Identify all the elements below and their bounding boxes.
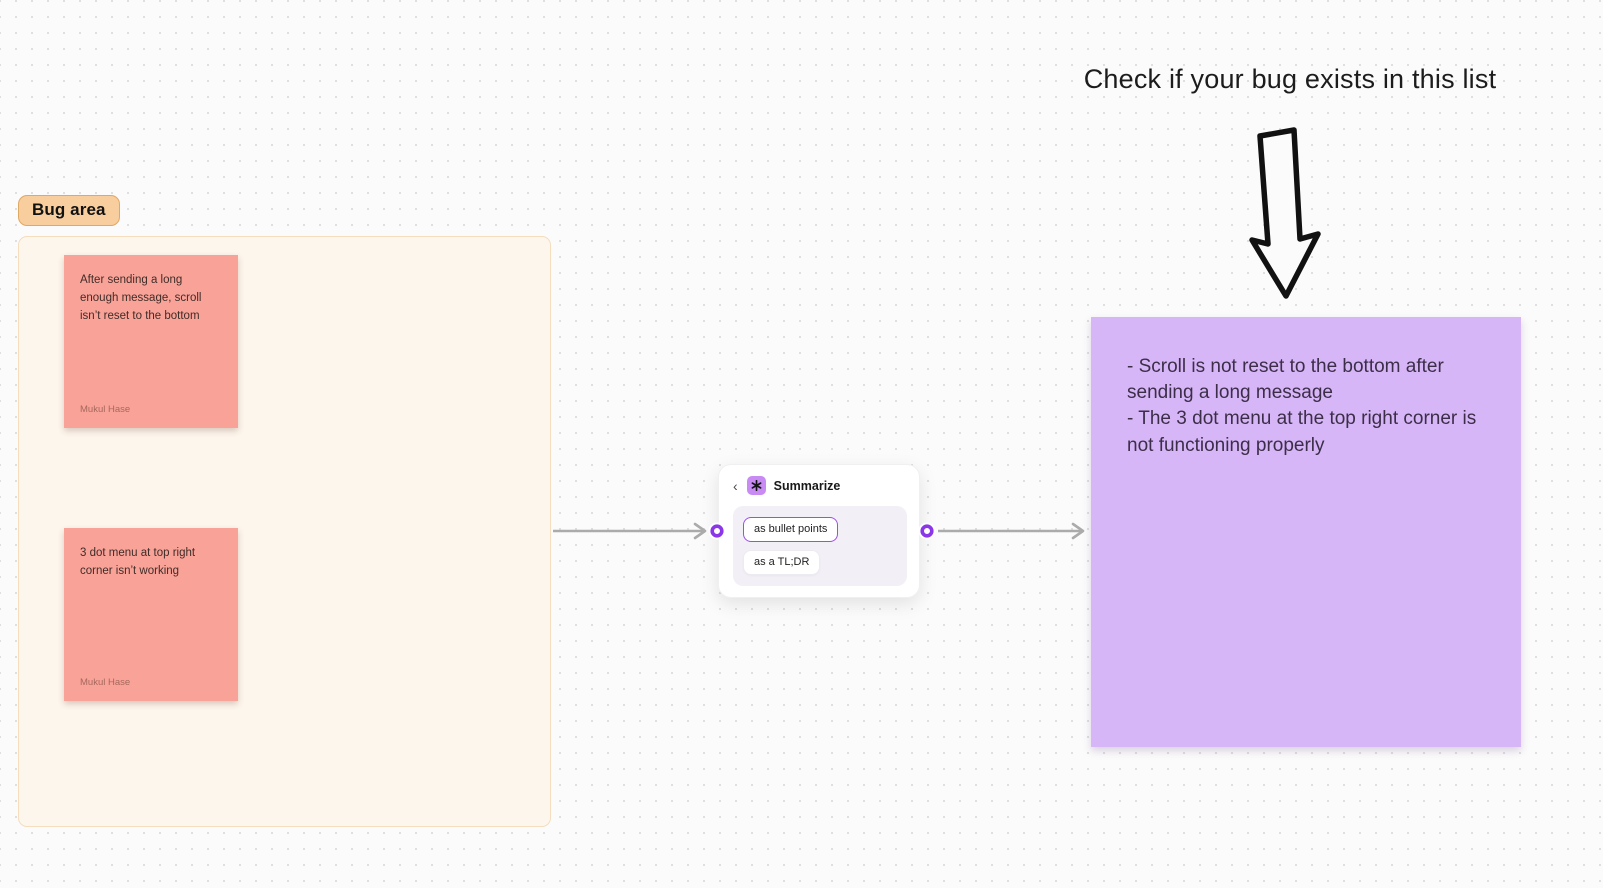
page-title: Check if your bug exists in this list [1083, 64, 1497, 94]
sparkle-asterisk-icon [746, 476, 766, 495]
summary-line-1: - Scroll is not reset to the bottom afte… [1127, 356, 1444, 404]
sticky-note-text: After sending a long enough message, scr… [80, 274, 202, 322]
sticky-note-menu-bug[interactable]: 3 dot menu at top right corner isn’t wor… [64, 528, 238, 701]
connector-endpoint-right[interactable] [918, 522, 936, 540]
summary-line-2: - The 3 dot menu at the top right corner… [1127, 408, 1477, 456]
summarize-widget-title: Summarize [773, 478, 841, 493]
sticky-note-scroll-bug[interactable]: After sending a long enough message, scr… [64, 255, 238, 428]
summarize-widget[interactable]: ‹ Summarize as bullet points as a TL;DR [718, 464, 920, 598]
summary-sticky-note[interactable]: - Scroll is not reset to the bottom afte… [1091, 317, 1521, 747]
summarize-options-panel: as bullet points as a TL;DR [733, 506, 907, 586]
hand-drawn-down-arrow[interactable] [1249, 127, 1321, 299]
connector-arrow-right[interactable] [938, 522, 1085, 540]
bug-area-frame-label[interactable]: Bug area [18, 195, 120, 226]
sticky-note-text: 3 dot menu at top right corner isn’t wor… [80, 547, 196, 577]
connector-arrow-left[interactable] [553, 522, 707, 540]
sticky-note-author: Mukul Hase [80, 404, 131, 416]
option-as-tldr[interactable]: as a TL;DR [743, 550, 821, 575]
option-as-bullet-points[interactable]: as bullet points [743, 517, 839, 542]
sticky-note-author: Mukul Hase [80, 677, 131, 689]
summarize-widget-header: ‹ Summarize [719, 465, 919, 503]
back-chevron-icon[interactable]: ‹ [733, 477, 738, 494]
